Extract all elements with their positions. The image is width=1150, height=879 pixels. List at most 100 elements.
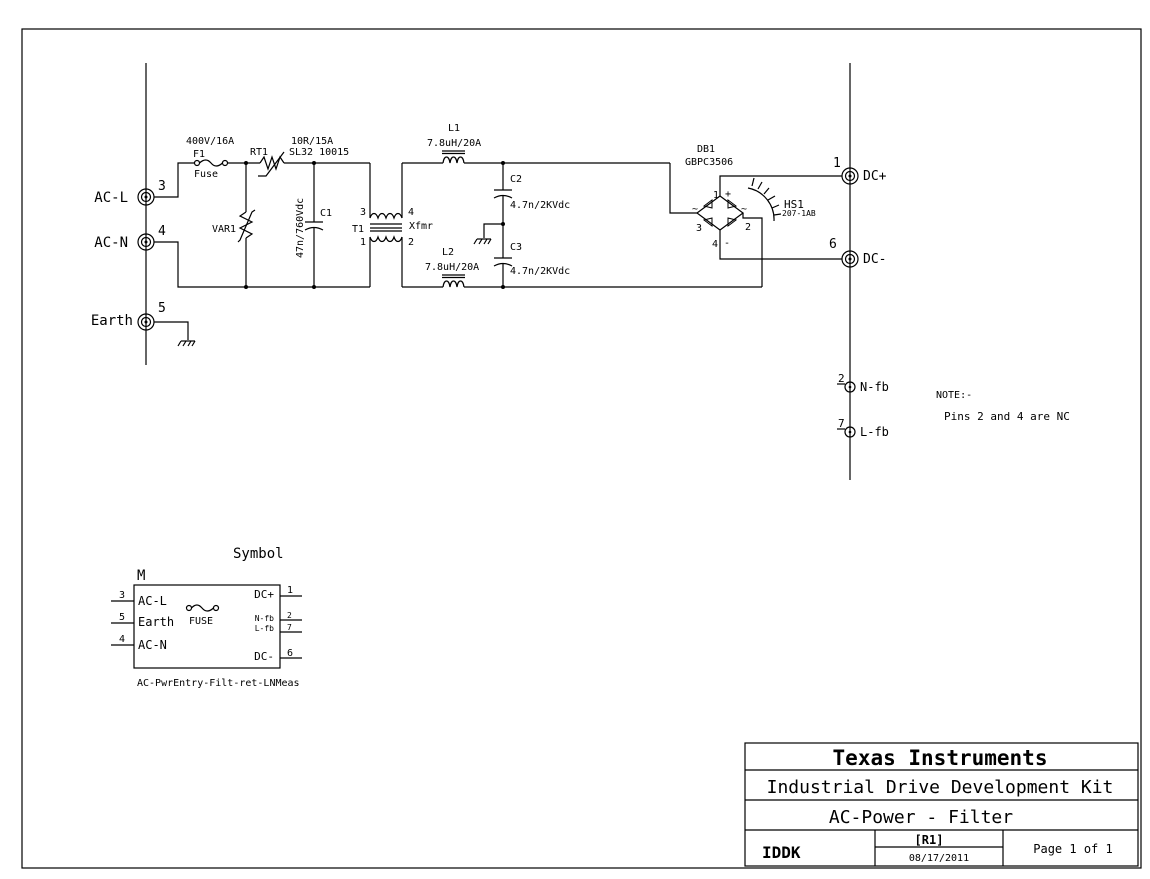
varistor-var1: VAR1 — [212, 163, 256, 287]
rt1-value: 10R/15A — [291, 136, 333, 147]
component-symbol: Symbol M 3 5 4 AC-L Earth AC-N FUSE 1 2 … — [111, 546, 302, 689]
t1-pin-4: 4 — [408, 207, 414, 218]
db1-plus: + — [725, 189, 731, 200]
rt1-ref: RT1 — [250, 147, 268, 158]
symbol-name: AC-PwrEntry-Filt-ret-LNMeas — [137, 678, 300, 689]
connector-label: DC- — [863, 252, 886, 267]
connector-label: N-fb — [860, 380, 889, 394]
t1-ref: T1 — [352, 224, 364, 235]
db1-part: GBPC3506 — [685, 157, 733, 168]
date: 08/17/2011 — [909, 853, 969, 864]
symbol-fuse-icon — [185, 604, 220, 612]
symbol-designator: M — [137, 568, 145, 584]
symbol-pin-num: 6 — [287, 648, 293, 659]
connector-label: AC-N — [94, 235, 128, 251]
connector-n-fb: N-fb 2 — [837, 372, 889, 394]
symbol-pin-num: 2 — [287, 611, 292, 620]
symbol-pin-label: AC-L — [138, 594, 167, 608]
thermistor-rt1: RT1 10R/15A SL32 10015 — [250, 136, 349, 177]
t1-pin-3: 3 — [360, 207, 366, 218]
t1-pin-1: 1 — [360, 237, 366, 248]
transformer-t1: 3 4 1 2 T1 Xfmr — [352, 163, 433, 287]
earth-ground-icon — [177, 340, 196, 347]
c1-ref: C1 — [320, 208, 332, 219]
symbol-pin-label: DC+ — [254, 588, 274, 601]
symbol-pin-label: DC- — [254, 650, 274, 663]
symbol-pin-label: AC-N — [138, 638, 167, 652]
db1-pin-4: 4 — [712, 239, 718, 250]
sheet-title: AC-Power - Filter — [829, 807, 1013, 828]
capacitor-c2: C2 4.7n/2KVdc — [493, 163, 570, 258]
db1-ac2: ~ — [741, 204, 747, 215]
fuse-value: 400V/16A — [186, 136, 234, 147]
symbol-pin-num: 5 — [119, 612, 125, 623]
heatsink-hs1: HS1 207-1AB — [747, 177, 816, 222]
symbol-pin-label: L-fb — [255, 624, 274, 633]
c3-ref: C3 — [510, 242, 522, 253]
pin-number: 1 — [833, 156, 841, 171]
pin-number: 2 — [838, 372, 845, 385]
page-number: Page 1 of 1 — [1033, 842, 1112, 856]
capacitor-c3: C3 4.7n/2KVdc — [493, 242, 570, 287]
hs1-ref: HS1 — [784, 198, 804, 211]
note-title: NOTE:- — [936, 390, 972, 401]
rt1-part: SL32 10015 — [289, 147, 349, 158]
pin-number: 7 — [838, 417, 845, 430]
symbol-pin-label: Earth — [138, 615, 174, 629]
revision: [R1] — [915, 833, 944, 847]
fuse-f1: 400V/16A F1 Fuse — [186, 136, 234, 180]
connector-dc-plus: DC+ 1 — [833, 156, 887, 185]
capacitor-c1: C1 47n/760Vdc — [295, 163, 332, 287]
pin-number: 3 — [158, 179, 166, 194]
l1-ref: L1 — [448, 123, 460, 134]
symbol-pin-num: 7 — [287, 623, 292, 632]
inductor-l2: L2 7.8uH/20A — [425, 247, 479, 288]
c1-value: 47n/760Vdc — [295, 198, 306, 258]
db1-ref: DB1 — [697, 144, 715, 155]
symbol-pin-num: 3 — [119, 590, 125, 601]
l2-value: 7.8uH/20A — [425, 262, 479, 273]
t1-pin-2: 2 — [408, 237, 414, 248]
symbol-pin-num: 1 — [287, 585, 293, 596]
db1-pin-2: 2 — [745, 222, 751, 233]
connector-dc-minus: DC- 6 — [829, 237, 886, 268]
connector-label: DC+ — [863, 169, 887, 184]
c2-value: 4.7n/2KVdc — [510, 200, 570, 211]
fuse-ref: F1 — [193, 149, 205, 160]
fuse-desc: Fuse — [194, 169, 218, 180]
t1-desc: Xfmr — [409, 221, 433, 232]
c2-ref: C2 — [510, 174, 522, 185]
note-text: Pins 2 and 4 are NC — [944, 410, 1070, 423]
c3-value: 4.7n/2KVdc — [510, 266, 570, 277]
pin-number: 4 — [158, 224, 166, 239]
connector-earth: Earth 5 — [91, 301, 166, 331]
symbol-pin-num: 4 — [119, 634, 125, 645]
symbol-pin-label: N-fb — [255, 614, 274, 623]
symbol-title: Symbol — [233, 546, 284, 562]
l1-value: 7.8uH/20A — [427, 138, 481, 149]
project-title: Industrial Drive Development Kit — [767, 777, 1114, 798]
bridge-rectifier-db1: DB1 GBPC3506 1 2 3 4 + - ~ ~ — [685, 144, 751, 250]
l2-ref: L2 — [442, 247, 454, 258]
symbol-body — [133, 584, 281, 669]
pin-number: 6 — [829, 237, 837, 252]
hs1-part: 207-1AB — [782, 209, 816, 218]
connector-label: L-fb — [860, 425, 889, 439]
connector-label: AC-L — [94, 190, 128, 206]
sheet-border — [21, 28, 1142, 869]
title-block: Texas Instruments Industrial Drive Devel… — [744, 742, 1139, 867]
connector-label: Earth — [91, 313, 133, 329]
connector-ac-n: AC-N 4 — [94, 224, 166, 251]
symbol-fuse-label: FUSE — [189, 616, 213, 627]
project-code: IDDK — [762, 843, 801, 862]
company-name: Texas Instruments — [833, 746, 1048, 770]
ground-icon — [473, 238, 492, 245]
connector-l-fb: L-fb 7 — [837, 417, 889, 439]
db1-pin-3: 3 — [696, 223, 702, 234]
pin-number: 5 — [158, 301, 166, 316]
var1-ref: VAR1 — [212, 224, 236, 235]
db1-minus: - — [724, 238, 730, 249]
inductor-l1: L1 7.8uH/20A — [427, 123, 481, 164]
db1-ac1: ~ — [692, 204, 698, 215]
